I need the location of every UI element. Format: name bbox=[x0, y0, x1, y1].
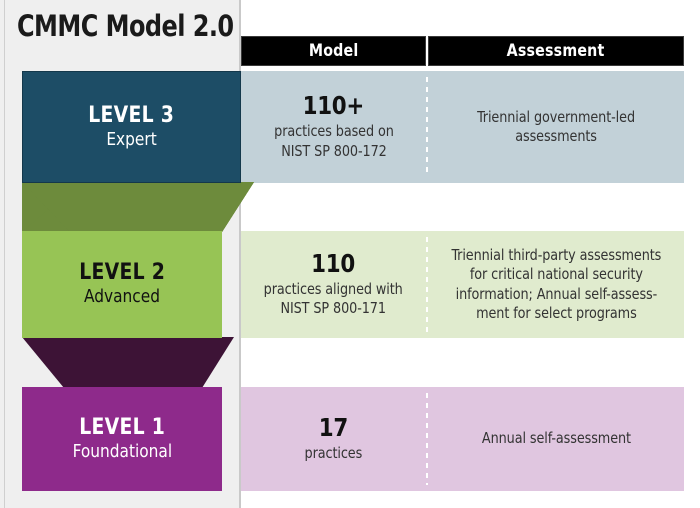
cell-divider-level-1 bbox=[426, 393, 428, 485]
model-count-level-2: 110 bbox=[311, 248, 356, 278]
level-name-level-3: LEVEL 3 bbox=[88, 102, 175, 128]
cell-divider-level-3 bbox=[426, 77, 428, 177]
page-title: CMMC Model 2.0 bbox=[17, 9, 234, 43]
model-cell-level-1: 17 practices bbox=[241, 387, 426, 491]
row-panel-level-1: 17 practices Annual self-assessment bbox=[241, 387, 684, 491]
column-header-model-label: Model bbox=[308, 41, 359, 61]
column-header-assessment-label: Assessment bbox=[507, 41, 605, 61]
model-count-level-1: 17 bbox=[318, 412, 349, 442]
level-name-level-2: LEVEL 2 bbox=[79, 260, 165, 286]
panel-right-rule bbox=[239, 0, 241, 508]
model-count-level-3: 110+ bbox=[302, 91, 365, 121]
cell-divider-level-2 bbox=[426, 237, 428, 332]
level-name-level-1: LEVEL 1 bbox=[79, 414, 165, 440]
level-descriptor-level-1: Foundational bbox=[72, 440, 172, 462]
assessment-cell-level-1: Annual self-assessment bbox=[428, 387, 684, 491]
level-block-level-2[interactable]: LEVEL 2 Advanced bbox=[22, 231, 222, 338]
column-header-assessment: Assessment bbox=[428, 36, 684, 66]
level-block-level-1[interactable]: LEVEL 1 Foundational bbox=[22, 387, 222, 491]
level-descriptor-level-3: Expert bbox=[106, 128, 157, 150]
assessment-text-level-1: Annual self-assessment bbox=[481, 429, 631, 448]
level-block-level-3[interactable]: LEVEL 3 Expert bbox=[22, 71, 241, 183]
panel-left-rule bbox=[4, 0, 5, 508]
model-detail-level-1: practices bbox=[304, 444, 363, 463]
column-header-model: Model bbox=[241, 36, 426, 66]
level-descriptor-level-2: Advanced bbox=[84, 286, 160, 308]
